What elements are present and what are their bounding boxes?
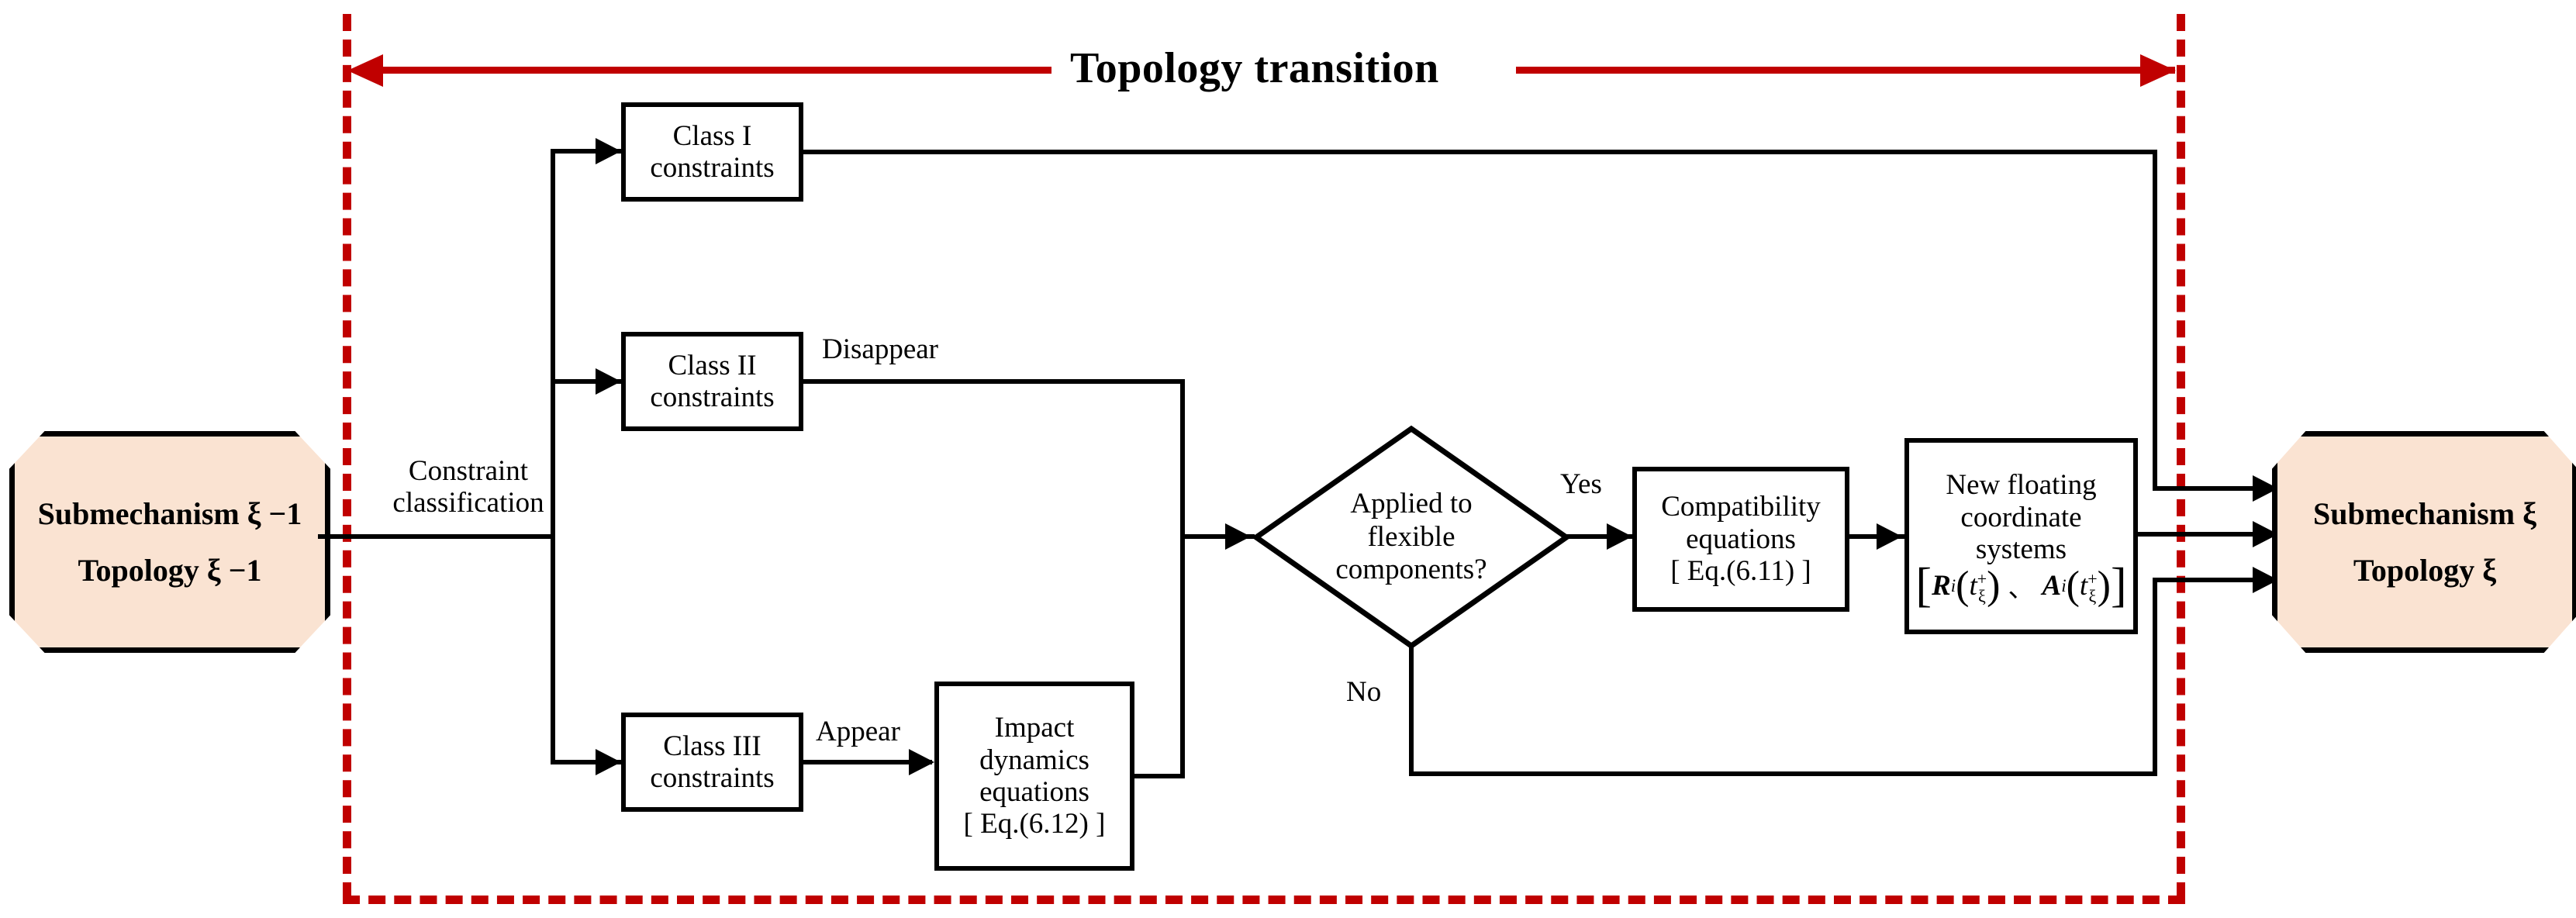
transition-boundary-bottom [343, 896, 2185, 904]
class3-line2: constraints [650, 762, 775, 794]
diagram-title: Topology transition [1070, 44, 1439, 92]
node-class3-constraints[interactable]: Class III constraints [621, 713, 803, 812]
terminal-next-line1: Submechanism ξ [2313, 496, 2536, 531]
arrowhead-class2 [596, 368, 621, 395]
formula-separator: 、 [2008, 574, 2035, 603]
formula-t-1-affixes: +ξ [1977, 568, 1987, 606]
class1-line2: constraints [650, 152, 775, 184]
edge-split-spine [551, 149, 555, 764]
arrowhead-class3 [596, 749, 621, 775]
formula-t-2-affixes: +ξ [2087, 568, 2098, 606]
edge-split-to-class2 [551, 379, 624, 384]
impact-line4: [ Eq.(6.12) ] [963, 808, 1106, 840]
terminal-prev-line1: Submechanism ξ −1 [37, 496, 302, 531]
topology-arrow-line-right [1516, 67, 2175, 74]
topology-arrow-line-left [382, 67, 1051, 74]
node-decision-flexible[interactable]: Applied to flexible components? [1252, 425, 1570, 650]
formula-t-1: t [1969, 569, 1977, 602]
formula-var-A: A [2042, 569, 2062, 602]
topology-arrow-head-right [2140, 54, 2176, 87]
node-class2-constraints[interactable]: Class II constraints [621, 332, 803, 431]
edge-floating-to-terminal [2136, 532, 2273, 537]
formula-t-2: t [2079, 569, 2088, 602]
floating-line2: coordinate [1960, 501, 2082, 533]
class2-line1: Class II [668, 349, 757, 381]
compat-line3: [ Eq.(6.11) ] [1670, 555, 1811, 588]
edge-class3-to-impact [802, 760, 932, 764]
formula-close-bracket: ] [2110, 558, 2127, 612]
formula-lparen-2: ( [2066, 564, 2080, 609]
terminal-next-line2: Topology ξ [2353, 553, 2497, 588]
edge-impact-to-merge [1133, 774, 1185, 778]
class2-line2: constraints [650, 381, 775, 413]
node-impact-dynamics[interactable]: Impact dynamics equations [ Eq.(6.12) ] [934, 682, 1134, 871]
decision-line2: flexible [1367, 520, 1455, 553]
edge-class2-run [802, 379, 1185, 384]
floating-line1: New floating [1946, 469, 2097, 502]
formula-t-2-sub: ξ [2088, 585, 2097, 606]
classification-line1: Constraint [408, 455, 529, 487]
decision-line1: Applied to [1350, 488, 1473, 520]
arrowhead-class1 [596, 138, 621, 164]
formula-open-bracket: [ [1915, 558, 1932, 612]
impact-line2: dynamics [979, 744, 1089, 776]
formula-t-1-sup: + [1977, 568, 1987, 588]
terminal-prev-line2: Topology ξ −1 [78, 553, 262, 588]
edge-merge-to-decision [1180, 534, 1255, 539]
topology-arrow-head-left [347, 54, 383, 87]
label-appear: Appear [816, 716, 900, 747]
decision-line3: components? [1335, 554, 1487, 586]
terminal-submechanism-next[interactable]: Submechanism ξ Topology ξ [2272, 431, 2576, 653]
edge-merge-vertical [1180, 379, 1185, 776]
label-no: No [1346, 676, 1382, 708]
node-class1-constraints[interactable]: Class I constraints [621, 102, 803, 202]
label-disappear: Disappear [822, 333, 938, 365]
label-yes: Yes [1560, 468, 1602, 500]
edge-no-up-run [2153, 578, 2157, 774]
impact-line3: equations [979, 776, 1089, 808]
formula-var-A-sub: i [2061, 575, 2067, 595]
edge-class1-down-run [2153, 150, 2157, 491]
arrowhead-floating [1877, 523, 1902, 550]
terminal-submechanism-prev[interactable]: Submechanism ξ −1 Topology ξ −1 [9, 431, 330, 653]
edge-no-down [1409, 646, 1414, 774]
edge-split-to-class1 [551, 149, 624, 154]
formula-rparen-2: ) [2097, 564, 2111, 609]
arrowhead-impact [909, 749, 934, 775]
formula-rparen-1: ) [1987, 564, 2001, 609]
transition-boundary-right [2177, 14, 2185, 899]
edge-no-bottom-run [1409, 771, 2157, 776]
floating-line3: systems [1975, 533, 2067, 566]
compat-line2: equations [1686, 523, 1796, 555]
label-constraint-classification: Constraint classification [379, 455, 558, 519]
edge-split-to-class3 [551, 760, 624, 764]
edge-no-into-terminal [2153, 578, 2273, 582]
impact-line1: Impact [994, 712, 1075, 744]
classification-line2: classification [392, 487, 544, 519]
class3-line1: Class III [663, 730, 761, 762]
formula-var-R: R [1932, 569, 1951, 602]
node-compatibility-equations[interactable]: Compatibility equations [ Eq.(6.11) ] [1632, 467, 1849, 612]
edge-yes-run [1565, 534, 1642, 539]
transition-boundary-left [343, 14, 351, 899]
formula-lparen-1: ( [1956, 564, 1970, 609]
edge-class1-into-terminal [2153, 486, 2273, 491]
arrowhead-compat [1607, 523, 1632, 550]
arrowhead-decision [1225, 523, 1251, 550]
compat-line1: Compatibility [1661, 491, 1821, 523]
formula-t-2-sup: + [2087, 568, 2098, 588]
formula-var-R-sub: i [1950, 575, 1956, 595]
edge-class1-top-run [802, 150, 2157, 154]
formula-t-1-sub: ξ [1978, 585, 1986, 606]
class1-line1: Class I [672, 119, 752, 152]
edge-prev-to-split [318, 534, 555, 539]
